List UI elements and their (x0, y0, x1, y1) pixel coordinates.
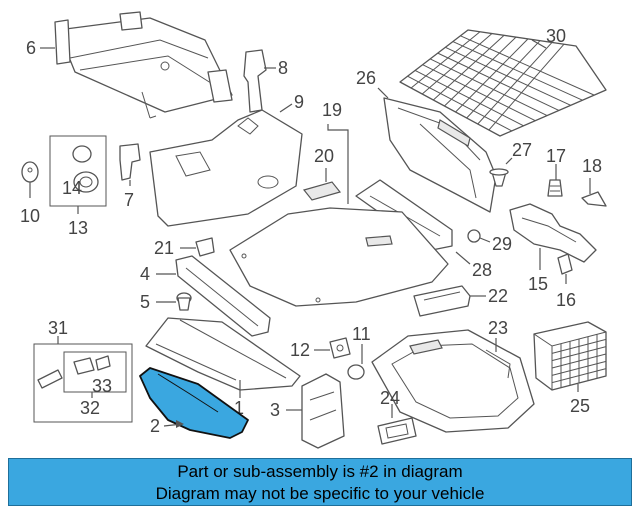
leader-29 (479, 237, 491, 243)
part-11-plug[interactable] (347, 364, 365, 380)
part-light-lens[interactable] (37, 369, 63, 389)
part-7-bracket[interactable] (119, 143, 141, 181)
mesh-line (410, 31, 481, 89)
mesh-line (466, 40, 541, 119)
net-mesh (407, 31, 595, 132)
arrow-2 (176, 420, 184, 428)
mesh-line (452, 41, 583, 101)
part-5-fastener[interactable] (176, 292, 192, 311)
part-6-cargo-cover[interactable] (54, 11, 233, 119)
banner-line-1: Part or sub-assembly is #2 in diagram (177, 462, 463, 481)
part-18-wedge[interactable] (581, 191, 607, 207)
callout-8[interactable]: 8 (278, 58, 288, 78)
part-8-bracket[interactable] (243, 49, 267, 113)
mesh-line (445, 46, 571, 106)
callout-28[interactable]: 28 (472, 260, 492, 280)
callout-26[interactable]: 26 (356, 68, 376, 88)
part-15-hook[interactable] (509, 203, 597, 263)
info-banner: Part or sub-assembly is #2 in diagram Di… (8, 458, 632, 506)
callout-25[interactable]: 25 (570, 396, 590, 416)
crate-mesh (551, 334, 607, 388)
part-10-cap[interactable] (21, 161, 39, 183)
leader-27 (505, 157, 513, 165)
callout-20[interactable]: 20 (314, 146, 334, 166)
part-25-crate[interactable] (533, 321, 607, 391)
callout-19[interactable]: 19 (322, 100, 342, 120)
leader-9 (279, 103, 293, 113)
mesh-line (488, 43, 565, 131)
part-27-push-clip[interactable] (489, 168, 509, 187)
leader-19 (327, 124, 349, 204)
callout-2[interactable]: 2 (150, 416, 160, 436)
callout-21[interactable]: 21 (154, 238, 174, 258)
callout-4[interactable]: 4 (140, 264, 150, 284)
part-9-side-trim[interactable] (149, 109, 303, 227)
callout-22[interactable]: 22 (488, 286, 508, 306)
mesh-line (407, 75, 513, 132)
callout-6[interactable]: 6 (26, 38, 36, 58)
part-3-support[interactable] (301, 373, 345, 449)
mesh-line (430, 58, 548, 117)
callout-32[interactable]: 32 (80, 398, 100, 418)
callout-5[interactable]: 5 (140, 292, 150, 312)
mesh-line (455, 38, 529, 113)
part-12-cap[interactable] (329, 337, 351, 359)
part-33-socket[interactable] (73, 355, 111, 375)
callout-12[interactable]: 12 (290, 340, 310, 360)
callout-17[interactable]: 17 (546, 146, 566, 166)
callout-33[interactable]: 33 (92, 376, 112, 396)
callout-27[interactable]: 27 (512, 140, 532, 160)
callout-31[interactable]: 31 (48, 318, 68, 338)
part-19-floor-mat[interactable] (229, 207, 449, 307)
callout-13[interactable]: 13 (68, 218, 88, 238)
part-20-pad[interactable] (302, 181, 342, 201)
part-26-trim-panel[interactable] (383, 97, 497, 213)
part-16-clip[interactable] (557, 253, 573, 275)
part-1-load-floor[interactable] (145, 317, 301, 391)
callout-3[interactable]: 3 (270, 400, 280, 420)
part-2-highlighted-mat[interactable] (139, 367, 249, 439)
callout-24[interactable]: 24 (380, 388, 400, 408)
part-24-small-tray[interactable] (377, 417, 417, 445)
callout-10[interactable]: 10 (20, 206, 40, 226)
part-4-sill-rail[interactable] (175, 255, 271, 337)
leader-28 (455, 251, 471, 265)
callout-14[interactable]: 14 (62, 178, 82, 198)
part-22-tray[interactable] (413, 285, 471, 317)
mesh-line (437, 52, 560, 111)
mesh-line (422, 64, 536, 122)
callout-9[interactable]: 9 (294, 92, 304, 112)
part-21-clip[interactable] (195, 237, 215, 257)
mesh-line (421, 33, 493, 95)
part-33-sub-box[interactable] (63, 351, 127, 393)
callout-23[interactable]: 23 (488, 318, 508, 338)
part-23-storage-tub[interactable] (371, 329, 535, 433)
part-17-clip[interactable] (547, 179, 563, 197)
callout-30[interactable]: 30 (546, 26, 566, 46)
part-30-cargo-net[interactable] (399, 29, 607, 137)
banner-line-2: Diagram may not be specific to your vehi… (155, 484, 485, 503)
leader-30 (531, 39, 547, 49)
callout-1[interactable]: 1 (234, 398, 244, 418)
mesh-line (444, 36, 517, 107)
callout-7[interactable]: 7 (124, 190, 134, 210)
parts-diagram: 6 8 30 26 9 19 20 14 13 (20, 11, 607, 449)
callout-11[interactable]: 11 (352, 324, 371, 344)
callout-15[interactable]: 15 (528, 274, 548, 294)
part-14-clip[interactable] (72, 145, 99, 193)
part-31-kit-box[interactable] (33, 343, 133, 423)
mesh-line (460, 35, 595, 96)
callout-29[interactable]: 29 (492, 234, 512, 254)
callout-18[interactable]: 18 (582, 156, 602, 176)
callout-16[interactable]: 16 (556, 290, 576, 310)
part-29-grommet[interactable] (467, 229, 481, 243)
mesh-line (477, 42, 553, 125)
leader-26 (377, 87, 389, 99)
mesh-line (551, 368, 607, 384)
